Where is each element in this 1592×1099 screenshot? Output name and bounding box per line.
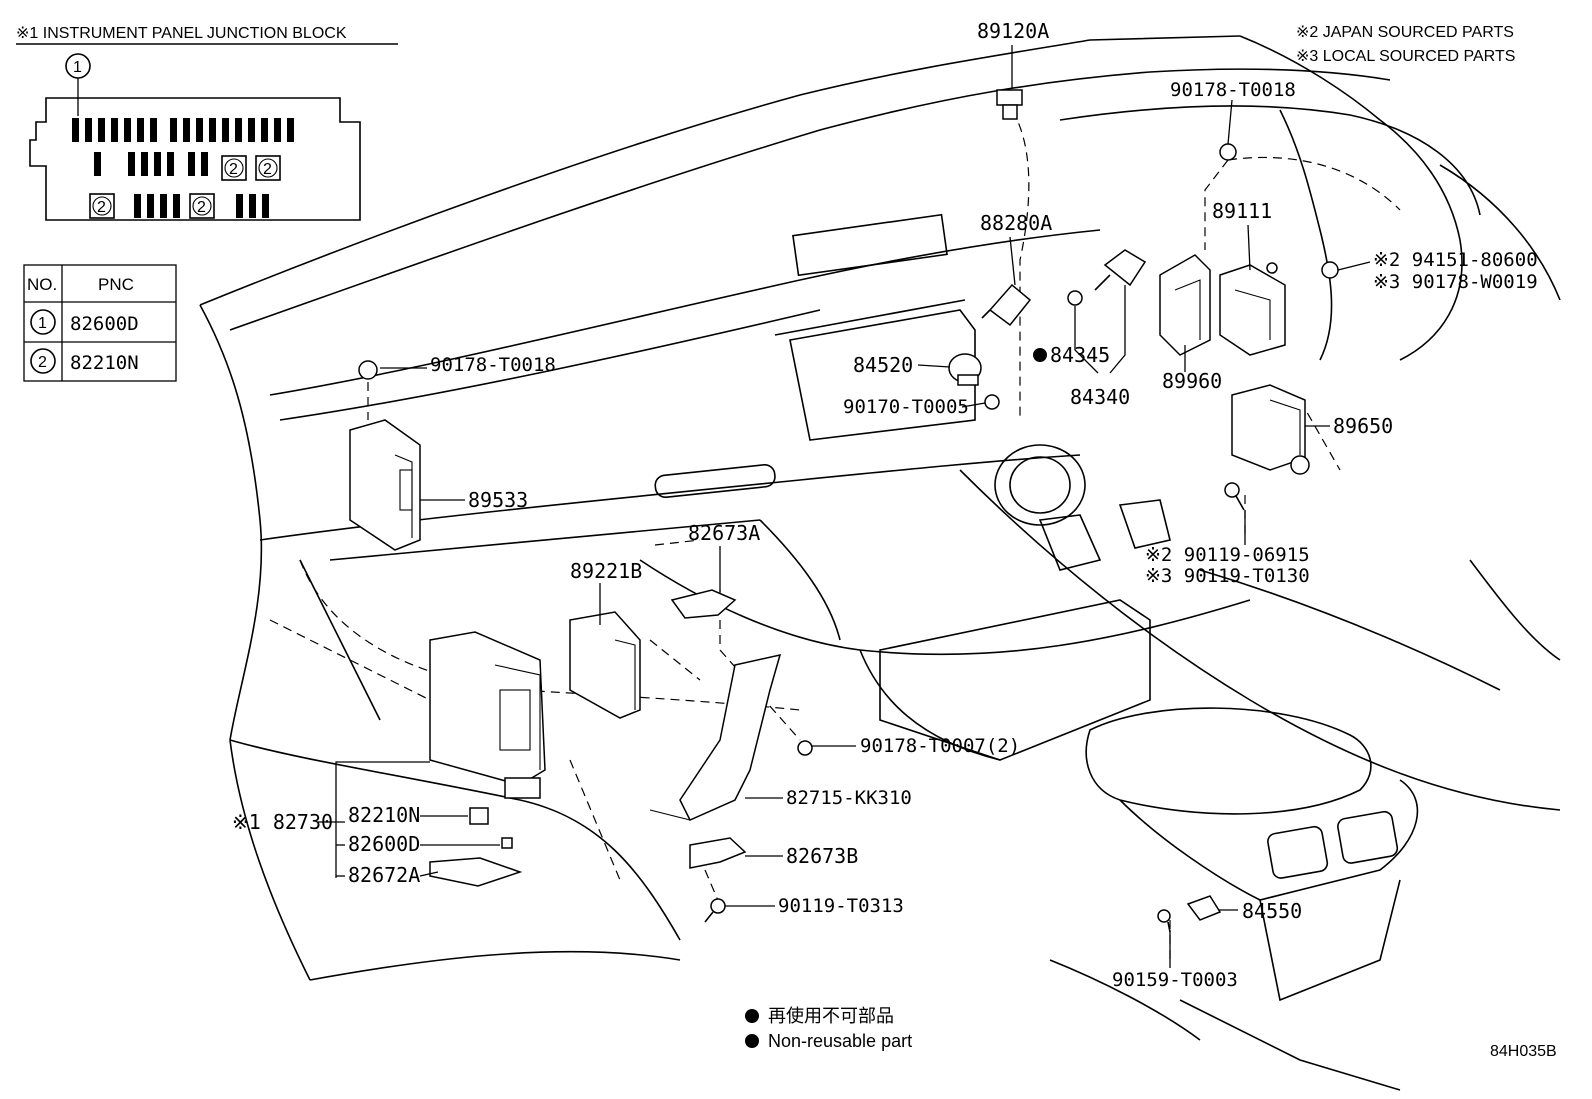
label-84345: 84345 [1050, 343, 1110, 367]
assembly-dashed-lines [269, 109, 1401, 960]
fuse-row-1 [72, 118, 294, 142]
part-89120A [996, 89, 1023, 120]
table-header-pnc: PNC [98, 275, 134, 294]
legend-text-en: Non-reusable part [768, 1031, 912, 1051]
label-82673B: 82673B [786, 844, 858, 868]
parts [349, 89, 1339, 933]
label-90119-06915: ※2 90119-06915 [1145, 544, 1310, 566]
dashboard-outline [199, 35, 1561, 1091]
part-90119-06915-bolt [1224, 482, 1245, 511]
part-82600D-fuse [501, 837, 513, 849]
part-94151-nut [1321, 261, 1339, 279]
legend: 再使用不可部品 Non-reusable part [745, 1006, 912, 1051]
junction-block-inset: ※1 INSTRUMENT PANEL JUNCTION BLOCK 1 [16, 25, 398, 221]
part-82210N-relay [469, 807, 489, 825]
part-90159-T0003-screw [1157, 909, 1171, 933]
part-90178-T0007 [797, 740, 813, 756]
label-94151-80600: ※2 94151-80600 [1373, 249, 1538, 271]
label-82210N: 82210N [348, 803, 420, 827]
diagram-code: 84H035B [1490, 1043, 1557, 1060]
label-89960: 89960 [1162, 369, 1222, 393]
table-row-1-no: 1 [38, 315, 47, 332]
table-row-1-pnc: 82600D [70, 313, 139, 335]
label-90170-T0005: 90170-T0005 [843, 396, 969, 418]
relay-callout-2a: 2 [229, 161, 238, 178]
label-82672A: 82672A [348, 863, 420, 887]
non-reusable-bullet-84345 [1033, 348, 1047, 362]
fuse-row-3: 2 2 [89, 193, 269, 219]
label-90119-T0313: 90119-T0313 [778, 895, 904, 917]
part-90178-T0018-left [358, 360, 378, 380]
part-84340 [1067, 249, 1147, 306]
note-local-sourced: ※3 LOCAL SOURCED PARTS [1296, 48, 1515, 65]
relay-callout-2b: 2 [263, 161, 272, 178]
label-84550: 84550 [1242, 899, 1302, 923]
label-90178-T0018-left: 90178-T0018 [430, 354, 556, 376]
label-82730: ※1 82730 [232, 810, 333, 834]
leader-lines [318, 45, 1371, 968]
part-82673B [689, 837, 747, 869]
junction-block-outline [29, 97, 361, 221]
part-89960 [1159, 254, 1211, 356]
part-90119-T0313-bolt [704, 898, 726, 923]
label-84520: 84520 [853, 353, 913, 377]
part-82673A [670, 589, 737, 619]
part-labels: 89120A 90178-T0018 89111 ※2 94151-80600 … [232, 19, 1538, 991]
callout-1: 1 [73, 59, 82, 76]
note-japan-sourced: ※2 JAPAN SOURCED PARTS [1296, 24, 1514, 41]
label-89533: 89533 [468, 488, 528, 512]
label-88280A: 88280A [980, 211, 1052, 235]
fuse-row-2: 2 2 [94, 152, 281, 181]
part-84520 [948, 353, 982, 386]
part-82730-junction-block [429, 631, 546, 799]
table-row-2-no: 2 [38, 354, 47, 371]
part-89533 [349, 419, 421, 551]
part-82715-KK310 [679, 653, 782, 821]
legend-bullet-jp [745, 1009, 759, 1023]
label-89120A: 89120A [977, 19, 1049, 43]
part-89650 [1231, 384, 1310, 475]
label-90178-T0018-top: 90178-T0018 [1170, 79, 1296, 101]
label-84340: 84340 [1070, 385, 1130, 409]
part-88280A [981, 283, 1032, 327]
label-89111: 89111 [1212, 199, 1272, 223]
label-82673A: 82673A [688, 521, 760, 545]
junction-block-title: ※1 INSTRUMENT PANEL JUNCTION BLOCK [16, 25, 347, 42]
label-89650: 89650 [1333, 414, 1393, 438]
label-90178-W0019: ※3 90178-W0019 [1373, 271, 1538, 293]
label-82600D: 82600D [348, 832, 420, 856]
label-82715-KK310: 82715-KK310 [786, 787, 912, 809]
part-90170-T0005 [984, 394, 1000, 410]
part-84550 [1186, 895, 1222, 921]
legend-bullet-en [745, 1034, 759, 1048]
label-90119-T0130: ※3 90119-T0130 [1145, 565, 1310, 587]
pnc-table: NO. PNC 1 82600D 2 82210N [23, 264, 177, 382]
label-90159-T0003: 90159-T0003 [1112, 969, 1238, 991]
table-row-2-pnc: 82210N [70, 352, 139, 374]
legend-text-jp: 再使用不可部品 [768, 1006, 894, 1026]
relay-callout-2c: 2 [97, 199, 106, 216]
label-89221B: 89221B [570, 559, 642, 583]
part-82672A-cover [429, 857, 523, 887]
part-89111 [1219, 262, 1286, 356]
label-90178-T0007: 90178-T0007(2) [860, 735, 1020, 757]
part-89221B [569, 611, 641, 719]
part-90178-T0018-top [1219, 143, 1237, 161]
relay-callout-2d: 2 [197, 199, 206, 216]
table-header-no: NO. [27, 275, 57, 294]
